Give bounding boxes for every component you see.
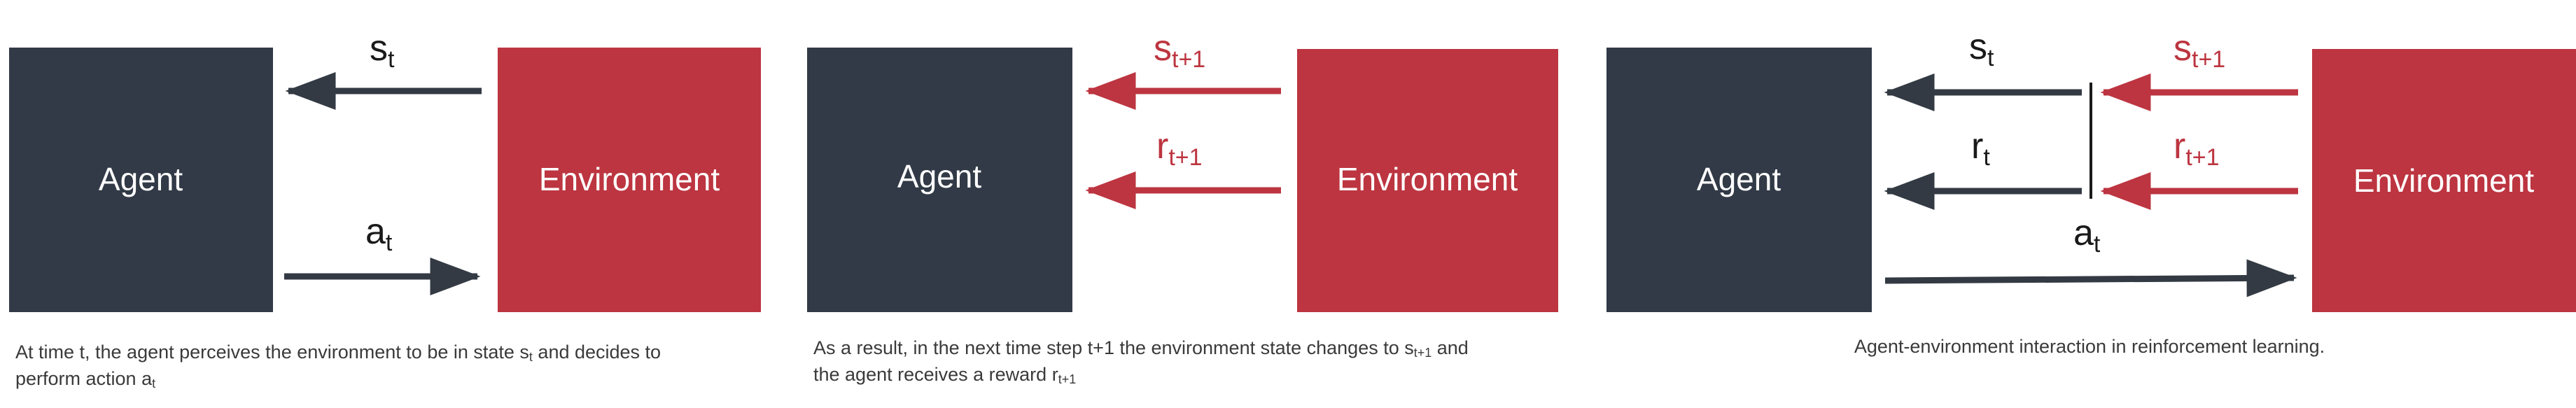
caption-subscript: t+1: [1413, 346, 1432, 360]
caption-subscript: t+1: [1058, 372, 1077, 386]
caption-text: Agent-environment interaction in reinfor…: [1854, 336, 2325, 357]
new-state-symbol: st+1: [2174, 28, 2225, 73]
caption-subscript: t: [152, 377, 156, 391]
panel-2: Agent Environment st+1 rt+1: [807, 28, 1558, 312]
agent-label: Agent: [1697, 161, 1781, 197]
environment-label: Environment: [2353, 162, 2534, 199]
agent-box: [1606, 48, 1872, 312]
reward-symbol: rt+1: [1156, 126, 1203, 171]
caption-text: As a result, in the next time step t+1 t…: [813, 337, 1414, 358]
caption-text: the agent receives a reward r: [813, 364, 1058, 385]
state-symbol: st+1: [1154, 28, 1205, 73]
caption-subscript: t: [528, 350, 533, 364]
environment-label: Environment: [1337, 161, 1518, 197]
panel-3: Agent Environment st rt st+1 rt+1 at: [1606, 27, 2576, 312]
caption-text: and: [1432, 337, 1469, 358]
action-symbol: at: [2073, 213, 2101, 258]
caption-panel-2: As a result, in the next time step t+1 t…: [813, 335, 1597, 388]
state-symbol: st: [370, 28, 395, 73]
environment-label: Environment: [539, 161, 720, 197]
caption-panel-1: At time t, the agent perceives the envir…: [15, 339, 785, 392]
agent-box: [807, 48, 1072, 312]
caption-text: perform action a: [15, 368, 153, 389]
caption-text: At time t, the agent perceives the envir…: [15, 342, 529, 363]
panel-1: Agent Environment st at: [9, 28, 761, 312]
environment-box: [498, 48, 761, 312]
old-reward-symbol: rt: [1971, 126, 1990, 171]
caption-panel-3: Agent-environment interaction in reinfor…: [1708, 333, 2471, 360]
environment-box: [2312, 49, 2576, 312]
new-reward-symbol: rt+1: [2174, 126, 2220, 171]
agent-label: Agent: [99, 161, 183, 197]
agent-label: Agent: [897, 158, 981, 195]
action-symbol: at: [365, 211, 393, 256]
old-state-symbol: st: [1969, 27, 1994, 71]
action-arrow: [1884, 259, 2297, 297]
caption-text: and decides to: [532, 342, 662, 363]
environment-box: [1297, 49, 1558, 312]
agent-box: [9, 48, 273, 312]
